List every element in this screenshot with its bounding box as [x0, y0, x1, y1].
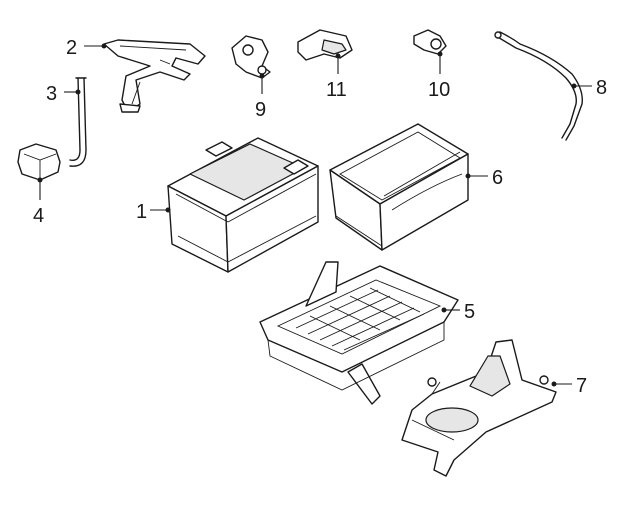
callout-2: 2: [66, 37, 77, 59]
callout-5: 5: [464, 301, 475, 323]
part-8-cable: [494, 31, 583, 141]
callout-7: 7: [576, 375, 587, 397]
callout-labels: 1 2 3 4 5 6 7 8 9 10 11: [33, 37, 607, 397]
callout-6: 6: [492, 167, 503, 189]
callout-11: 11: [326, 79, 347, 101]
part-3-j-bolt: [69, 77, 87, 167]
part-4-terminal-cover: [17, 143, 61, 181]
callout-9: 9: [255, 99, 266, 121]
callout-10: 10: [428, 79, 450, 101]
part-2-hold-down-bracket: [103, 39, 206, 113]
part-9-terminal-clamp: [231, 35, 271, 79]
part-10-terminal-clamp: [413, 29, 447, 55]
part-1-battery: [167, 137, 319, 273]
callout-8: 8: [596, 77, 607, 99]
part-6-battery-box: [329, 123, 469, 251]
part-11-terminal-cover: [297, 29, 353, 61]
callout-3: 3: [46, 83, 57, 105]
part-7-support-bracket: [401, 339, 557, 477]
callout-1: 1: [136, 201, 147, 223]
callout-4: 4: [33, 205, 44, 227]
leader-lines: [37, 43, 592, 387]
part-5-battery-tray: [259, 261, 459, 405]
